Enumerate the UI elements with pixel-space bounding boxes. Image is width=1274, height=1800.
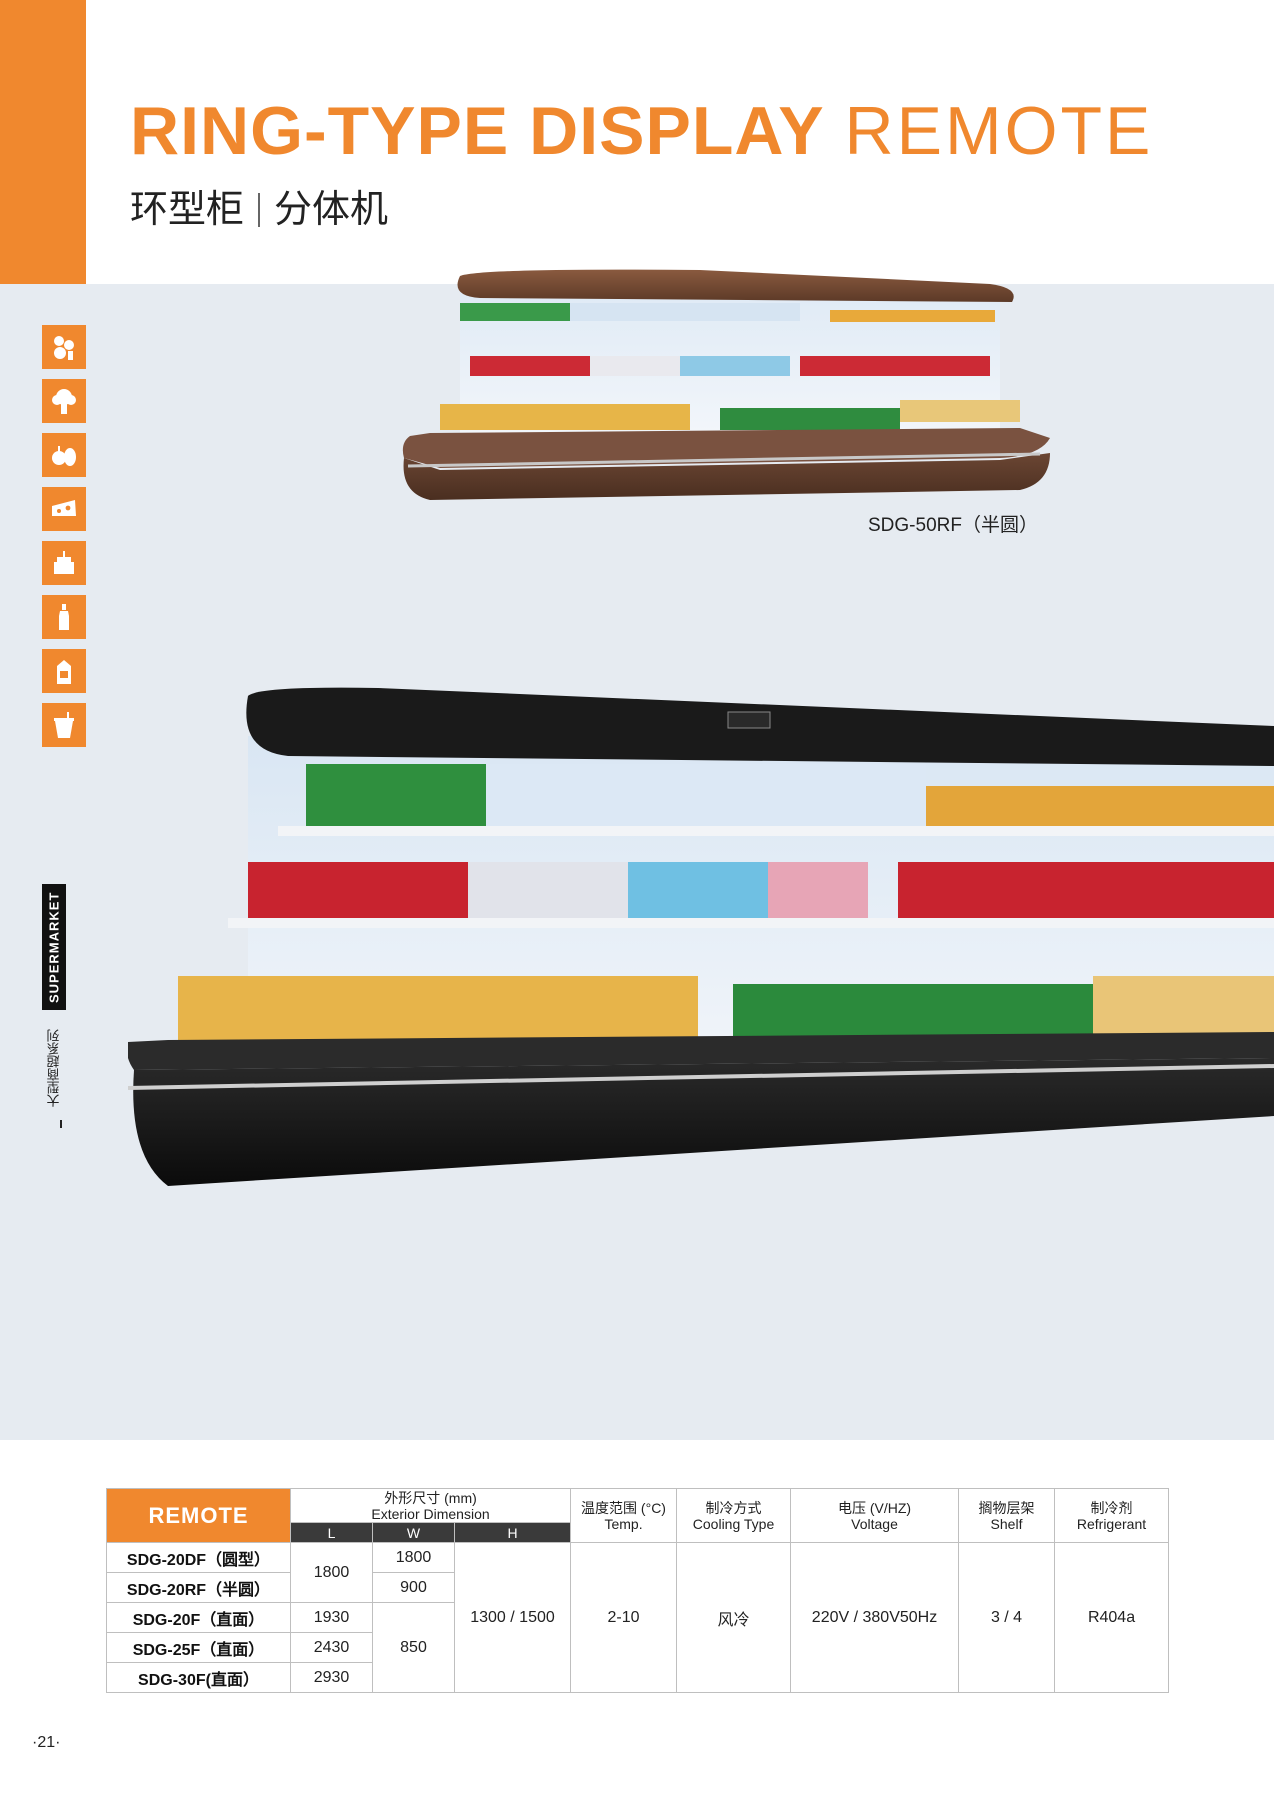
cake-icon [42,541,86,585]
product-image-small [400,268,1060,518]
table-row: SDG-25F（直面） 2430 [106,1632,1169,1663]
model-cell: SDG-25F（直面） [106,1632,291,1663]
dimension-header-zh: 外形尺寸 (mm) [384,1489,477,1506]
shelf-cell: 3 / 4 [958,1542,1056,1693]
table-row: SDG-20F（直面） 1930 850 [106,1602,1169,1693]
dim-h-header: H [453,1522,572,1543]
refrigerant-header-zh: 制冷剂 [1090,1499,1133,1516]
fruit-icon [42,433,86,477]
title-light: REMOTE [844,93,1154,169]
length-cell: 2930 [290,1662,373,1693]
dim-w-header: W [372,1522,455,1543]
refrigerant-header-en: Refrigerant [1076,1515,1147,1532]
series-label-zh: 大型商超系列 [46,1029,62,1107]
yogurt-icon [42,703,86,747]
vegetable-icon [42,379,86,423]
voltage-header-zh: 电压 (V/HZ) [837,1499,912,1516]
refrigerant-header: 制冷剂 Refrigerant [1054,1488,1170,1543]
cooling-header-zh: 制冷方式 [705,1499,762,1516]
subtitle-right: 分体机 [274,187,389,231]
cooling-header: 制冷方式 Cooling Type [676,1488,792,1543]
voltage-cell: 220V / 380V50Hz [790,1542,960,1693]
width-cell: 900 [372,1572,455,1603]
product-image-large [128,686,1274,1252]
refrigerant-cell: R404a [1054,1542,1170,1693]
cheese-icon [42,487,86,531]
model-cell: SDG-20DF（圆型） [106,1542,291,1573]
subtitle-left: 环型柜 [130,187,245,231]
title-bold: RING-TYPE DISPLAY [130,93,825,169]
length-cell: 1930 [290,1602,373,1633]
bottle-icon [42,595,86,639]
dim-l-header: L [290,1522,373,1543]
model-cell: SDG-20RF（半圆） [106,1572,291,1603]
height-cell: 1300 / 1500 [453,1542,572,1693]
series-side-label: SUPERMARKET 大型商超系列 [42,884,66,1134]
product-caption: SDG-50RF（半圆） [868,515,1038,536]
spec-header-row: REMOTE 外形尺寸 (mm) Exterior Dimension 温度范围… [106,1488,1170,1543]
spec-table: REMOTE 外形尺寸 (mm) Exterior Dimension 温度范围… [106,1488,1170,1693]
page-number: ·21· [32,1734,61,1751]
category-icon-column [42,325,86,757]
orange-accent-bar [0,0,86,284]
temp-header: 温度范围 (°C) Temp. [570,1488,678,1543]
model-cell: SDG-20F（直面） [106,1602,291,1633]
cooling-header-en: Cooling Type [692,1515,775,1532]
width-cell: 850 [372,1602,455,1693]
milk-carton-icon [42,649,86,693]
dimension-header-en: Exterior Dimension [371,1505,490,1522]
series-label-en: SUPERMARKET [42,884,66,1010]
temp-header-zh: 温度范围 (°C) [581,1499,666,1516]
subtitle-separator [258,193,261,227]
shelf-header-en: Shelf [990,1515,1023,1532]
model-cell: SDG-30F(直面） [106,1662,291,1693]
cooling-cell: 风冷 [676,1542,792,1693]
length-cell: 1800 [290,1542,373,1603]
temp-cell: 2-10 [570,1542,678,1693]
remote-header: REMOTE [106,1488,291,1543]
width-cell: 1800 [372,1542,455,1573]
shelf-header-zh: 搁物层架 [978,1499,1035,1516]
table-row: SDG-30F(直面） 2930 [106,1662,1169,1693]
voltage-header-en: Voltage [851,1515,898,1532]
page-subtitle: 环型柜分体机 [130,178,388,233]
spec-subheader-row: L W H [107,1522,1169,1543]
produce-icon [42,325,86,369]
series-label-line [60,1120,62,1128]
page-title: RING-TYPE DISPLAY REMOTE [130,96,1153,166]
table-row: SDG-20DF（圆型） 1800 1800 1300 / 1500 2-10 … [106,1542,1170,1693]
temp-header-en: Temp. [604,1515,643,1532]
dimension-header: 外形尺寸 (mm) Exterior Dimension [289,1488,572,1523]
length-cell: 2430 [290,1632,373,1663]
shelf-header: 搁物层架 Shelf [958,1488,1056,1543]
voltage-header: 电压 (V/HZ) Voltage [790,1488,960,1543]
